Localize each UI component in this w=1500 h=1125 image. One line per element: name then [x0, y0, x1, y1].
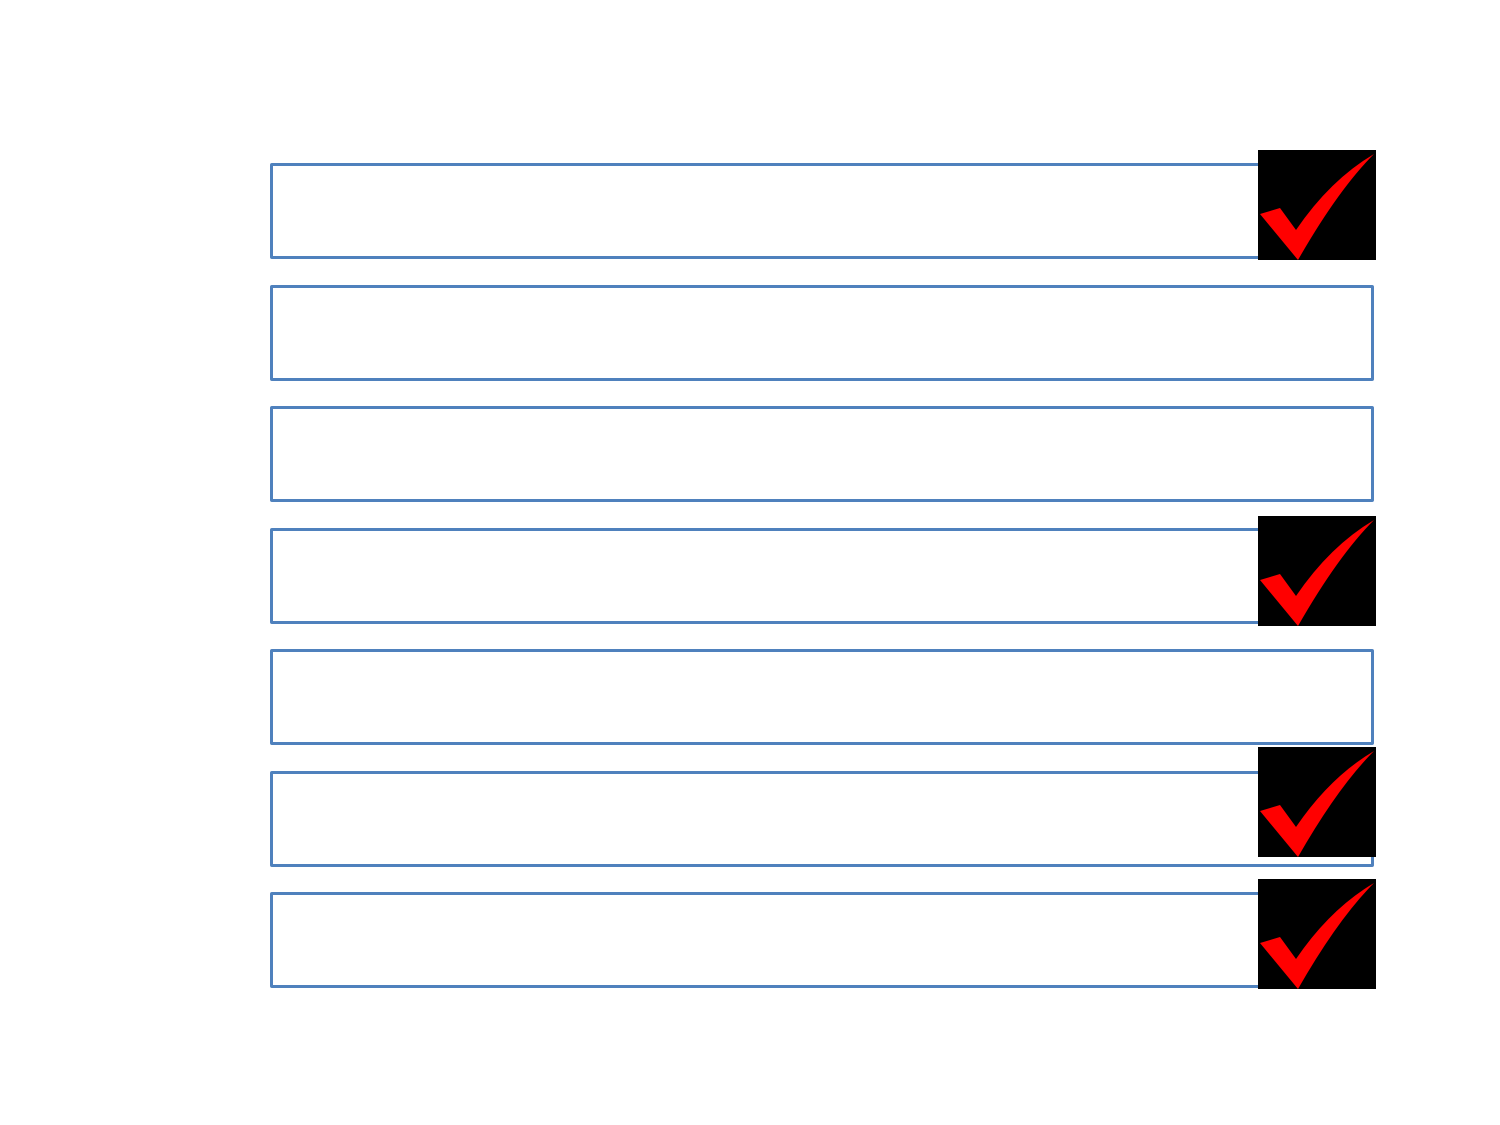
checkmark-icon: [1258, 747, 1376, 857]
checklist-row-7: [270, 892, 1374, 988]
checkmark-icon: [1258, 879, 1376, 989]
checklist-row-1: [270, 163, 1374, 259]
checklist-row-6: [270, 771, 1374, 867]
checkmark-icon: [1258, 150, 1376, 260]
checkmark-icon: [1258, 516, 1376, 626]
checklist-row-5: [270, 649, 1374, 745]
checklist-row-3: [270, 406, 1374, 502]
checklist-row-2: [270, 285, 1374, 381]
checklist-row-4: [270, 528, 1374, 624]
